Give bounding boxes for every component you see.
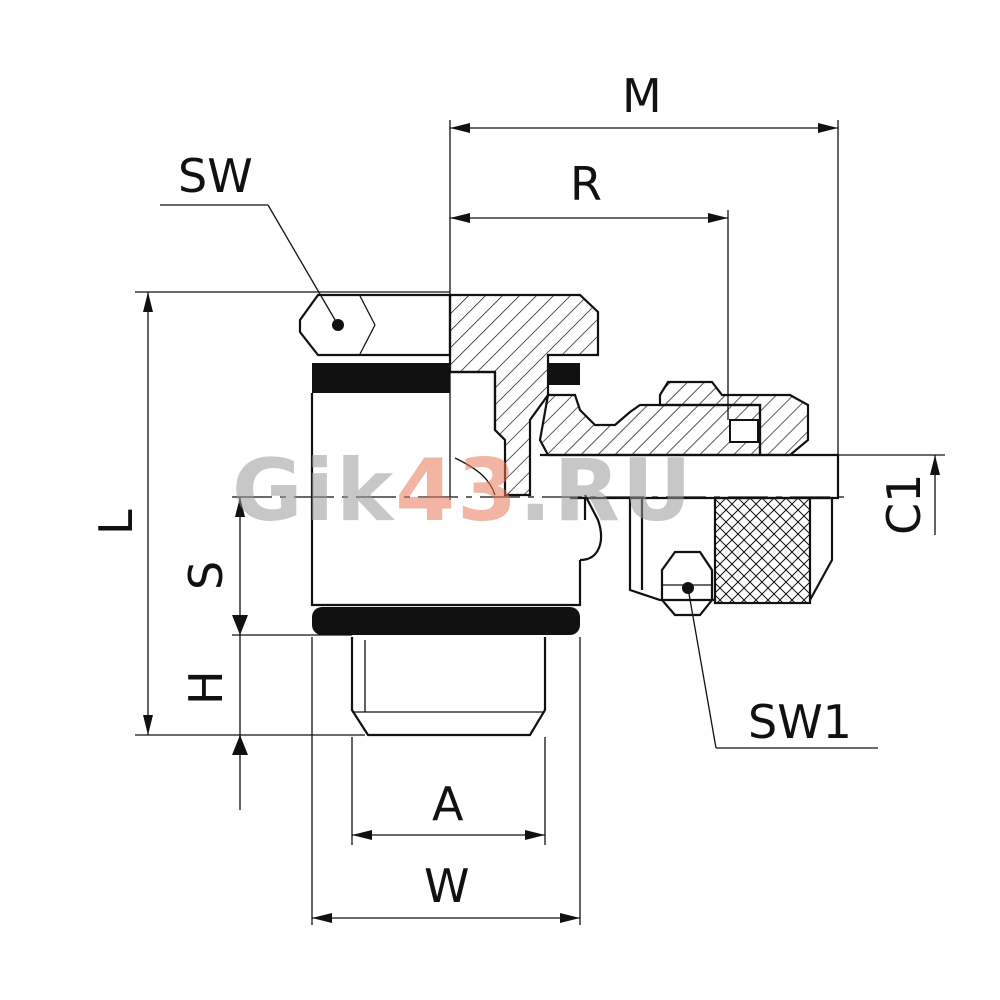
outlet-section	[538, 393, 762, 457]
dimension-h: H	[179, 615, 248, 810]
dimension-r: R	[450, 157, 729, 420]
seal-ring-lower	[312, 607, 580, 635]
dimension-s: S	[179, 497, 352, 636]
sw-callout: SW	[160, 149, 344, 331]
outlet-nut	[658, 380, 810, 457]
l-label: L	[89, 509, 143, 535]
m-label: M	[622, 69, 662, 123]
r-label: R	[570, 157, 602, 211]
fitting-body	[298, 293, 603, 737]
dimension-l: L	[89, 291, 450, 736]
s-label: S	[179, 561, 233, 590]
w-label: W	[424, 859, 469, 913]
seal-ring-upper	[312, 363, 450, 393]
watermark-part1: Gik	[232, 441, 395, 541]
a-label: A	[432, 777, 464, 831]
watermark: Gik43.RU	[232, 441, 694, 541]
svg-text:Gik43.RU: Gik43.RU	[232, 441, 694, 541]
watermark-part2: 43	[395, 441, 519, 541]
sw1-hex	[660, 550, 714, 617]
dimension-m: M	[450, 69, 839, 455]
dimension-w: W	[311, 637, 581, 925]
sw1-label: SW1	[748, 695, 852, 749]
c1-label: C1	[877, 474, 931, 535]
sw-label: SW	[178, 149, 253, 203]
watermark-part3: .RU	[519, 441, 694, 541]
side-outlet	[538, 380, 840, 617]
tube	[540, 453, 840, 500]
dimension-c1: C1	[838, 454, 945, 535]
dimension-a: A	[351, 737, 546, 845]
center-lines	[232, 120, 850, 500]
h-label: H	[179, 670, 233, 705]
tube-insert	[713, 496, 812, 605]
sw1-callout: SW1	[682, 582, 878, 749]
